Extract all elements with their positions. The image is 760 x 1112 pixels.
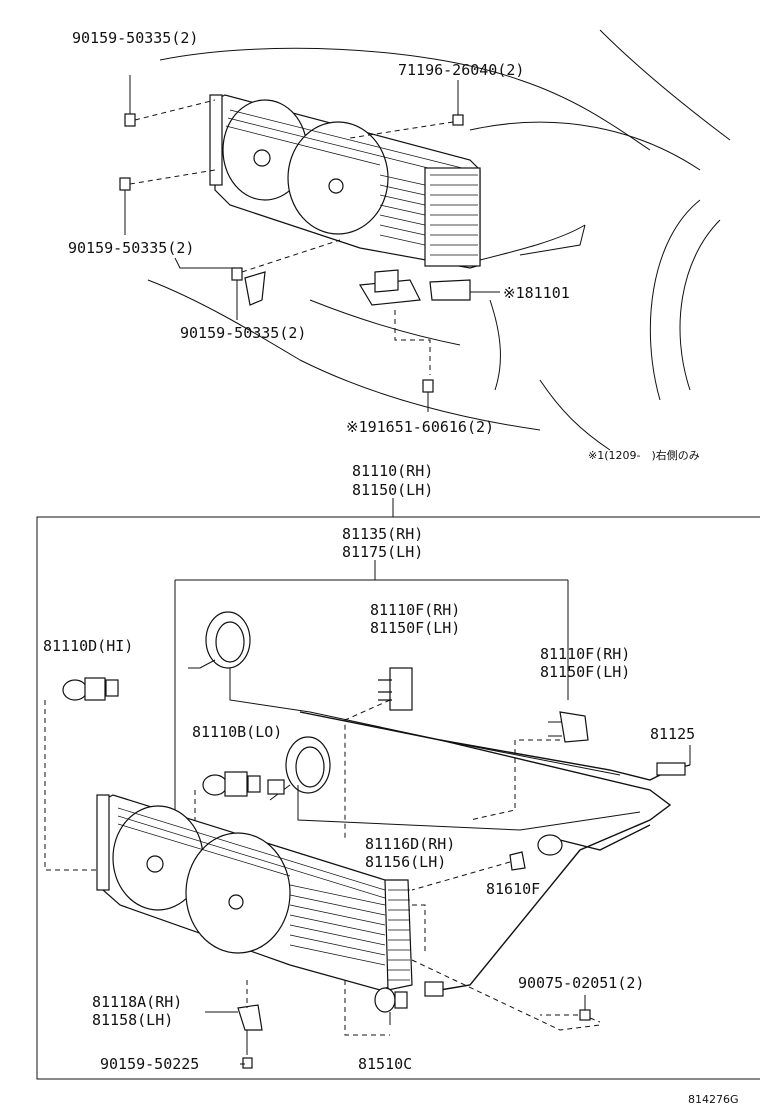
label-bolt-top: 90159-50335(2) [72,29,198,47]
diagram-id: 814276G [688,1093,739,1106]
label-bulb-side: 81610F [486,880,540,898]
reflector-lo [269,736,641,831]
label-assy-lh: 81150(LH) [352,481,433,499]
wire-harness [299,711,691,997]
bolt-bottom [240,1057,253,1069]
corner-lamp [384,879,426,991]
clip-top-right [349,80,464,139]
label-bracket-mid-rh: 81110F(RH) [370,601,460,619]
label-bulb-hi: 81110D(HI) [43,637,133,655]
label-bracket-note: ※181101 [503,284,570,302]
label-screw-note: ※191651-60616(2) [346,418,494,436]
label-bulb-signal: 81510C [358,1055,412,1073]
assembly-frame [36,516,760,1080]
label-bracket-mid-lh: 81150F(LH) [370,619,460,637]
car-body-outline [147,29,731,451]
label-corner-lh: 81156(LH) [365,853,446,871]
reflector-hi [188,611,621,776]
bracket-right [469,711,589,821]
label-bracket-right-lh: 81150F(LH) [540,663,630,681]
bracket-mid [344,667,413,840]
headlight-assembly-top [209,94,481,269]
screw-bottom-top [422,379,434,412]
bulb-hi [44,677,119,871]
label-unit-lh: 81175(LH) [342,543,423,561]
label-bolt-mid: 90159-50335(2) [180,324,306,342]
label-bracket-right-rh: 81110F(RH) [540,645,630,663]
bolt-left [119,169,216,235]
bracket-81101 [358,269,500,375]
label-footnote: ※1(1209- )右側のみ [588,448,700,462]
label-screw-corner: 90075-02051(2) [518,974,644,992]
label-clip-top: 71196-26040(2) [398,61,524,79]
label-bolt-left: 90159-50335(2) [68,239,194,257]
bulb-signal [344,980,408,1036]
label-assy-rh: 81110(RH) [352,462,433,480]
label-wire: 81125 [650,725,695,743]
label-bulb-lo: 81110B(LO) [192,723,282,741]
bolt-top-left [124,75,216,127]
label-bolt-bottom: 90159-50225 [100,1055,199,1073]
label-bracket-low-rh: 81118A(RH) [92,993,182,1011]
bracket-low [205,980,263,1055]
label-bracket-low-lh: 81158(LH) [92,1011,173,1029]
label-corner-rh: 81116D(RH) [365,835,455,853]
bulb-side [411,851,526,891]
bolt-mid [174,239,341,320]
label-unit-rh: 81135(RH) [342,525,423,543]
headlight-assembly-bottom [96,794,396,991]
